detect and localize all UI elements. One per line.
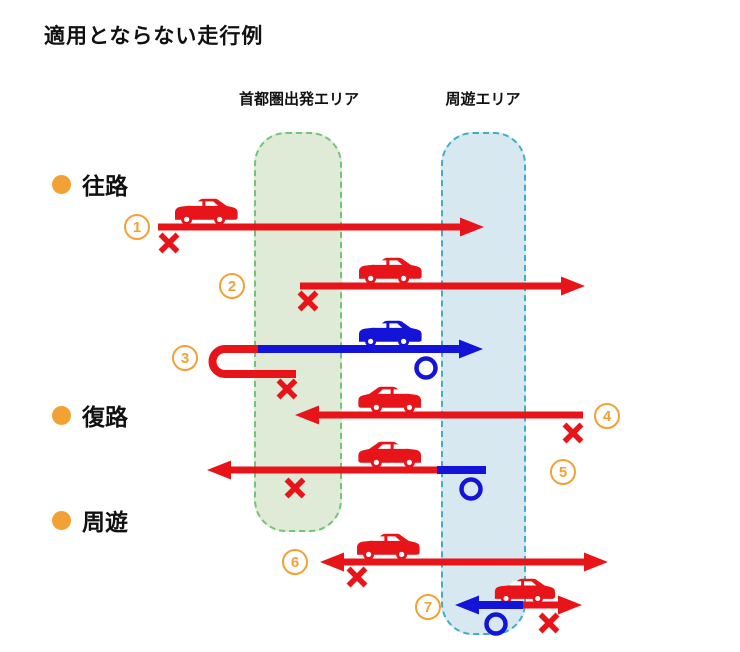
departure-area-zone xyxy=(254,132,342,532)
x-mark-icon xyxy=(346,566,368,588)
arrow-left-icon xyxy=(455,595,479,615)
example-7-route xyxy=(455,578,582,636)
example-4-route xyxy=(295,386,584,444)
arrow-left-icon xyxy=(320,552,344,572)
example-2-route xyxy=(297,257,585,312)
arrow-right-icon xyxy=(584,552,608,572)
arrow-right-icon xyxy=(460,217,484,237)
example-5-number-badge: 5 xyxy=(550,459,576,485)
red-car-icon xyxy=(494,578,555,604)
red-car-icon xyxy=(358,441,421,468)
red-car-icon xyxy=(175,198,238,225)
example-4-number-badge: 4 xyxy=(594,403,620,429)
page-title: 適用とならない走行例 xyxy=(44,25,264,48)
x-mark-icon xyxy=(562,422,584,444)
section-inbound: 復路 xyxy=(52,401,128,430)
o-mark-icon xyxy=(414,356,438,380)
section-tour: 周遊 xyxy=(52,506,128,535)
x-mark-icon xyxy=(297,290,319,312)
section-outbound: 往路 xyxy=(52,170,128,199)
orange-bullet-icon xyxy=(52,405,71,425)
x-mark-icon xyxy=(276,378,298,400)
section-inbound-label: 復路 xyxy=(82,404,128,430)
red-car-icon xyxy=(357,533,420,560)
u-turn-line xyxy=(208,345,296,378)
example-6-number-badge: 6 xyxy=(282,549,308,575)
blue-car-icon xyxy=(359,320,422,347)
arrow-right-icon xyxy=(561,276,585,296)
red-car-icon xyxy=(359,257,422,284)
orange-bullet-icon xyxy=(52,510,71,530)
red-car-icon xyxy=(358,386,421,413)
arrow-right-icon xyxy=(558,595,582,615)
section-tour-label: 周遊 xyxy=(82,509,128,535)
zone-label-departure: 首都圏出発エリア xyxy=(238,91,359,108)
example-7-number-badge: 7 xyxy=(415,594,441,620)
orange-bullet-icon xyxy=(52,174,71,194)
example-1-route xyxy=(158,198,484,254)
section-outbound-label: 往路 xyxy=(82,173,128,199)
x-mark-icon xyxy=(538,612,560,634)
example-1-number-badge: 1 xyxy=(124,214,150,240)
zone-label-excursion: 周遊エリア xyxy=(445,91,521,108)
x-mark-icon xyxy=(158,232,180,254)
excursion-area-zone xyxy=(441,132,526,635)
example-3-number-badge: 3 xyxy=(172,345,198,371)
example-3-route xyxy=(208,320,483,400)
example-6-route xyxy=(320,533,608,588)
arrow-left-icon xyxy=(295,405,319,425)
o-mark-icon xyxy=(484,612,508,636)
example-5-route xyxy=(207,441,486,501)
x-mark-icon xyxy=(284,477,306,499)
o-mark-icon xyxy=(459,477,483,501)
arrow-left-icon xyxy=(207,460,231,480)
arrow-right-icon xyxy=(459,339,483,359)
example-2-number-badge: 2 xyxy=(219,273,245,299)
